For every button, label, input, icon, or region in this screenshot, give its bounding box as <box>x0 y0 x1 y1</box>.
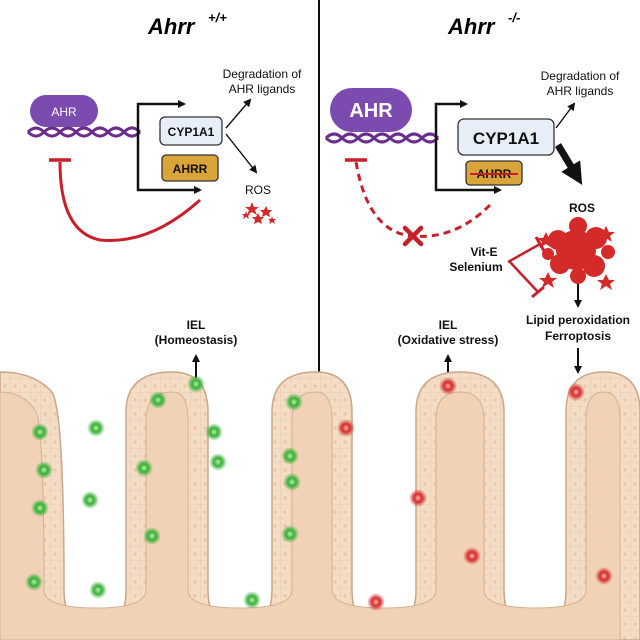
iel-cell-healthy <box>31 499 49 517</box>
iel-cell-stressed <box>439 377 457 395</box>
right-vite-label: Vit-E <box>470 245 497 259</box>
iel-cell-healthy <box>35 461 53 479</box>
right-ros-cluster <box>537 217 615 290</box>
iel-cell-healthy <box>143 527 161 545</box>
iel-cell-stressed <box>595 567 613 585</box>
left-cyp1a1-box <box>159 116 223 146</box>
left-ros-label: ROS <box>245 183 271 197</box>
iel-cell-healthy <box>205 423 223 441</box>
left-iel-label: IEL <box>187 318 206 332</box>
left-arrow-to-degradation <box>225 98 252 129</box>
iel-cell-healthy <box>281 525 299 543</box>
left-title-gene: Ahrr <box>147 14 196 39</box>
iel-cell-stressed <box>367 593 385 611</box>
left-arrow-to-ros <box>225 133 258 174</box>
right-vite-bar <box>534 236 546 252</box>
right-title-gene: Ahrr <box>447 14 496 39</box>
right-iel-label: IEL <box>439 318 458 332</box>
iel-cell-healthy <box>89 581 107 599</box>
right-panel: Ahrr -/- AHR CYP1A1 AHRR Degradation of … <box>324 10 630 378</box>
right-selenium-label: Selenium <box>449 260 502 274</box>
right-promoter-arrow-top <box>434 100 468 138</box>
right-title-genotype: -/- <box>508 10 520 25</box>
iel-cell-healthy <box>149 391 167 409</box>
right-selenium-inhibition <box>509 261 539 293</box>
left-cyp1a1-label: CYP1A1 <box>168 125 215 139</box>
right-lipid-label: Lipid peroxidation <box>526 313 630 327</box>
left-panel: Ahrr +/+ AHR CYP1A1 AHRR Degradation of … <box>26 10 302 378</box>
left-ros-stars <box>242 202 276 224</box>
iel-cell-healthy <box>285 393 303 411</box>
left-ahrr-label: AHRR <box>173 162 208 176</box>
right-promoter-arrow-bottom <box>434 138 502 194</box>
left-title-genotype: +/+ <box>208 10 227 25</box>
iel-cell-stressed <box>567 383 585 401</box>
left-ahr-protein <box>30 95 98 127</box>
left-degradation-line2: AHR ligands <box>229 82 296 96</box>
left-dna-helix <box>26 126 142 138</box>
iel-cell-healthy <box>281 447 299 465</box>
right-ahr-protein <box>330 88 412 132</box>
left-degradation-line1: Degradation of <box>223 67 302 81</box>
iel-cell-healthy <box>135 459 153 477</box>
right-ros-label: ROS <box>569 201 595 215</box>
left-promoter-arrow-bottom <box>136 132 202 194</box>
left-ahr-label: AHR <box>51 105 77 119</box>
iel-cell-healthy <box>209 453 227 471</box>
right-ahr-label: AHR <box>349 100 393 122</box>
right-cyp1a1-box <box>457 118 555 156</box>
right-dna-helix <box>324 132 440 144</box>
iel-cell-healthy <box>31 423 49 441</box>
iel-cell-stressed <box>337 419 355 437</box>
right-cyp1a1-label: CYP1A1 <box>473 129 539 148</box>
left-iel-state: (Homeostasis) <box>155 333 238 347</box>
iel-cell-stressed <box>409 489 427 507</box>
right-big-arrow-to-ros <box>555 143 583 185</box>
lamina-propria <box>0 391 621 640</box>
right-iel-cells <box>337 377 613 611</box>
right-ferroptosis-label: Ferroptosis <box>545 329 611 343</box>
iel-cell-healthy <box>87 419 105 437</box>
right-degradation-line1: Degradation of <box>541 69 620 83</box>
iel-cell-healthy <box>187 375 205 393</box>
right-degradation-line2: AHR ligands <box>547 84 614 98</box>
iel-cell-stressed <box>463 547 481 565</box>
iel-cell-healthy <box>283 473 301 491</box>
iel-cell-healthy <box>243 591 261 609</box>
left-iel-cells <box>25 375 303 609</box>
left-promoter-arrow-top <box>136 100 186 132</box>
left-ahrr-inhibition-line <box>58 161 202 242</box>
right-iel-state: (Oxidative stress) <box>398 333 499 347</box>
right-blocked-x-icon <box>402 225 424 247</box>
left-ahrr-box <box>161 154 219 182</box>
iel-cell-healthy <box>81 491 99 509</box>
right-selenium-bar <box>531 285 545 299</box>
iel-cell-healthy <box>25 573 43 591</box>
right-arrow-to-degradation <box>555 102 576 129</box>
right-vite-inhibition <box>507 242 541 264</box>
